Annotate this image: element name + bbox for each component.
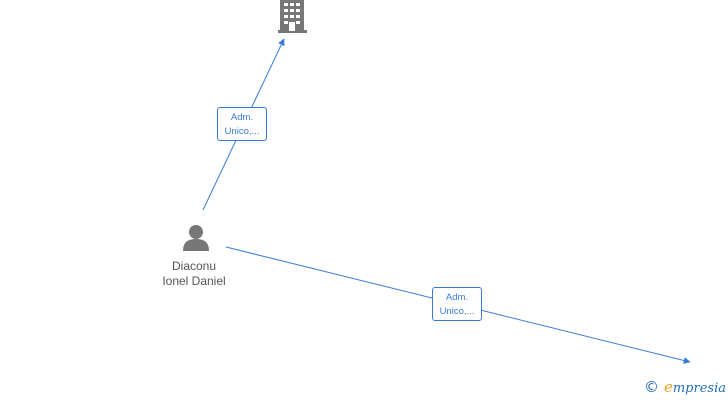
person-name[interactable]: Diaconu Ionel Daniel bbox=[162, 259, 226, 288]
brand-name: empresia bbox=[663, 378, 726, 396]
copyright-icon: © bbox=[643, 378, 659, 396]
person-icon[interactable] bbox=[183, 225, 209, 251]
brand-logo: © empresia bbox=[644, 377, 726, 397]
relation-label[interactable]: Adm. Unico,... bbox=[217, 107, 267, 141]
relation-label[interactable]: Adm. Unico,... bbox=[432, 287, 482, 321]
building-icon[interactable] bbox=[278, 0, 307, 33]
